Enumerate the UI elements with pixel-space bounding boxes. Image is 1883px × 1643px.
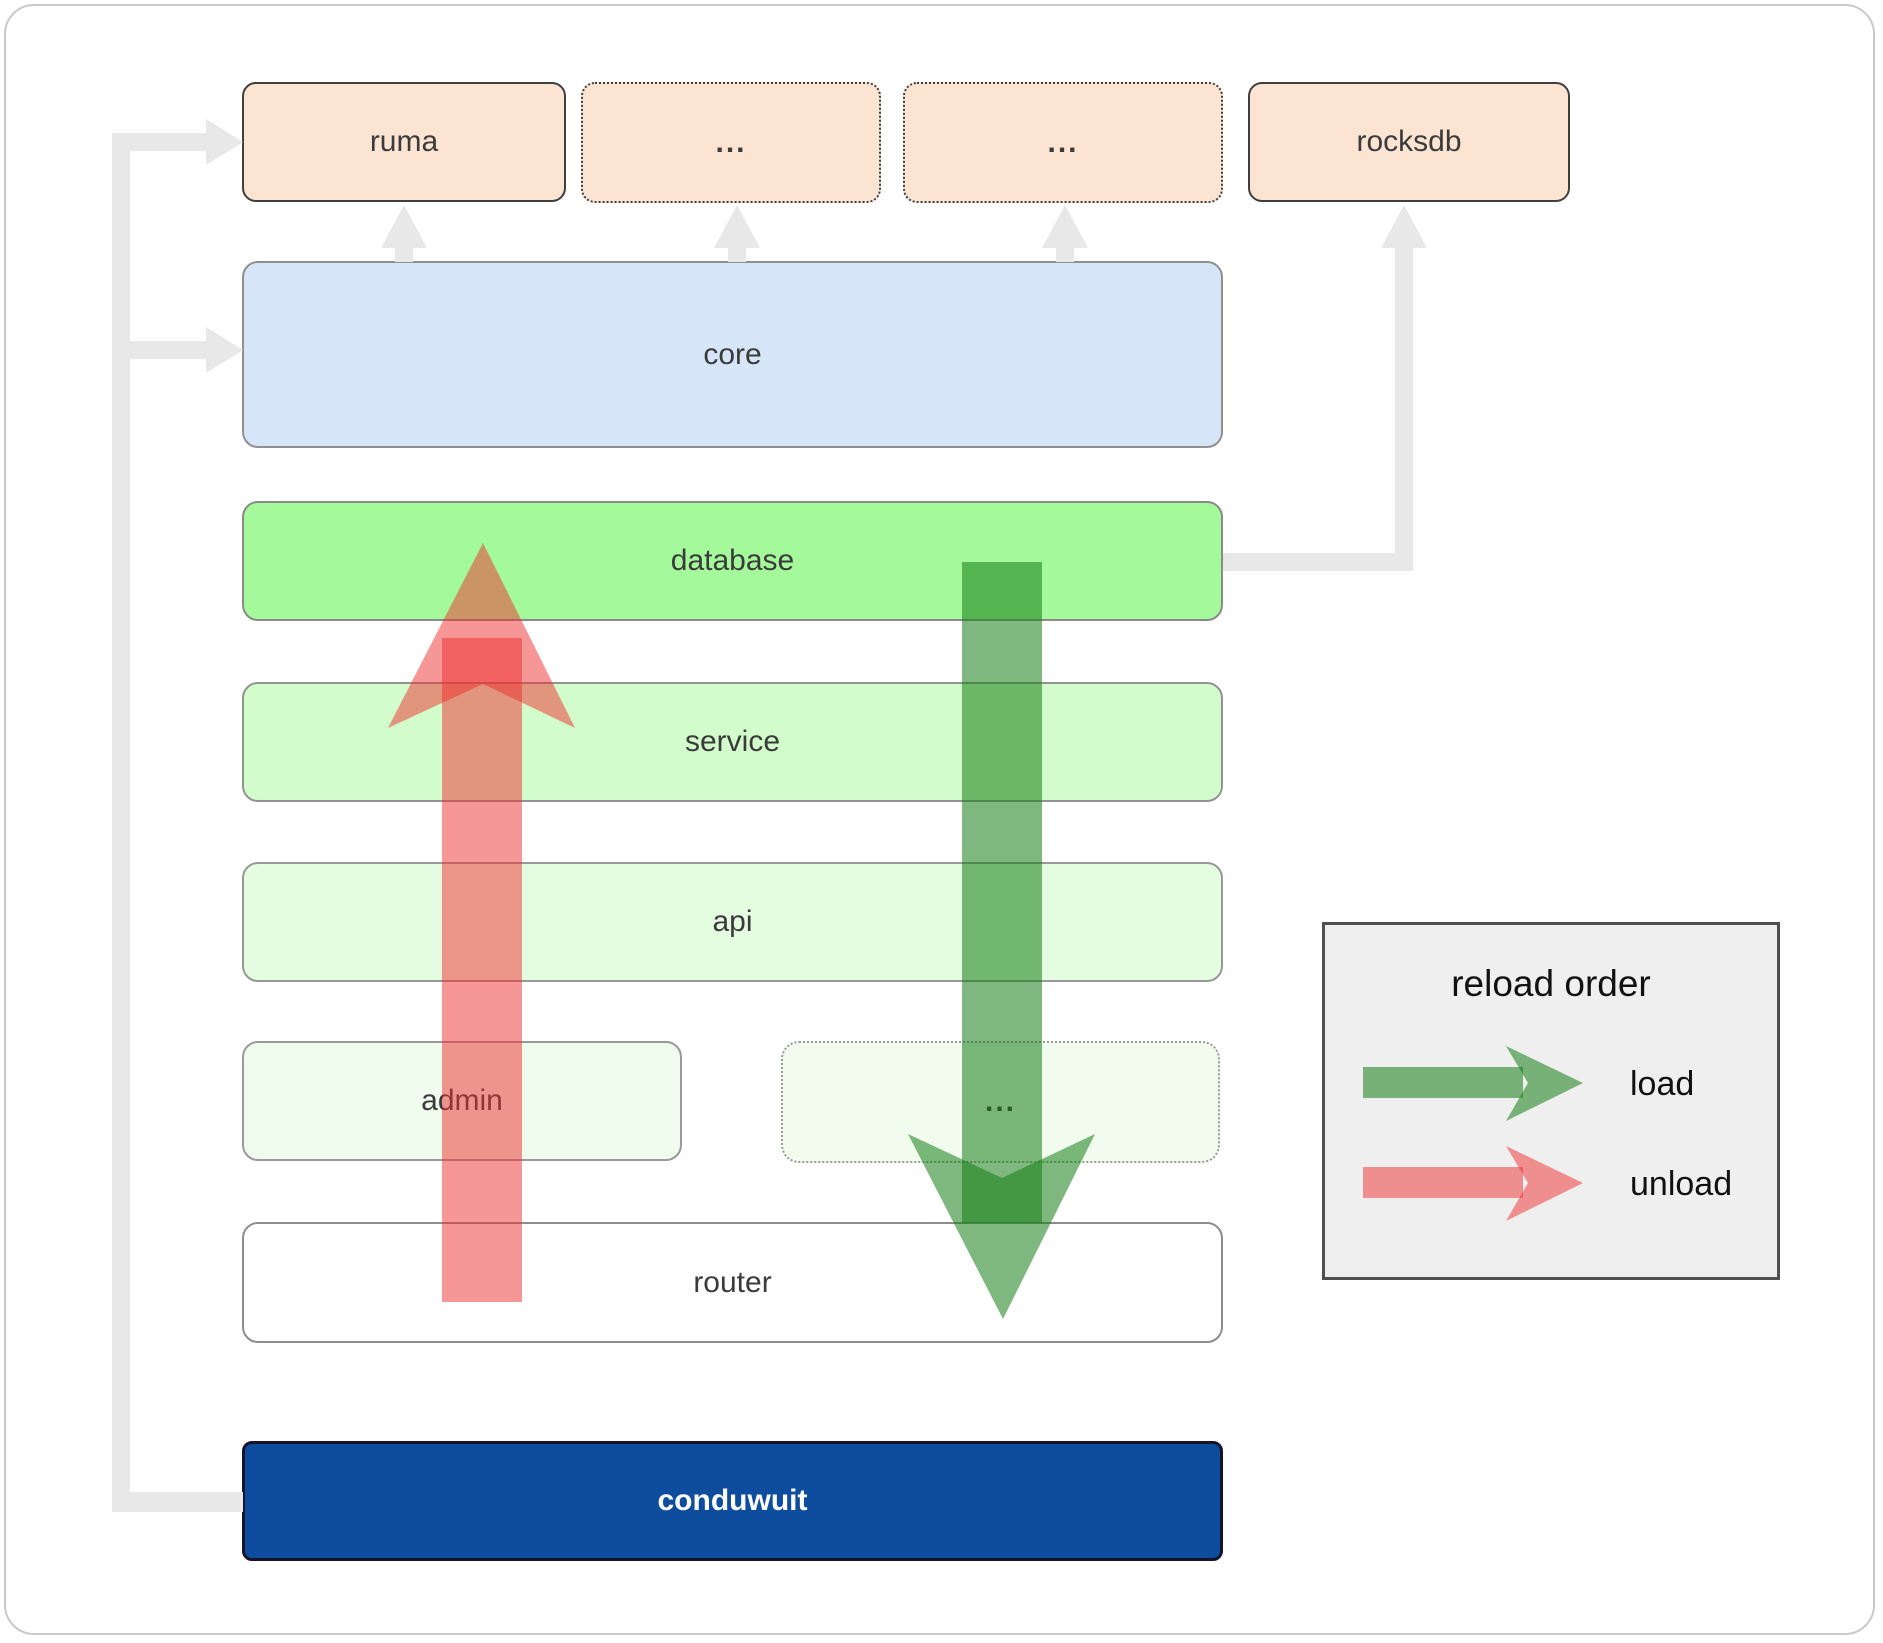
box-admin-label: admin — [421, 1084, 503, 1117]
box-admin-row-etc-label: ... — [984, 1085, 1016, 1118]
legend-load-arrowhead — [1506, 1046, 1583, 1121]
box-admin: admin — [242, 1041, 682, 1161]
box-external-etc-2: ... — [903, 82, 1223, 203]
legend-load-arrow-shaft — [1363, 1067, 1523, 1098]
box-router: router — [242, 1222, 1223, 1343]
box-conduwuit-label: conduwuit — [657, 1484, 808, 1517]
box-database-label: database — [670, 544, 795, 577]
box-service: service — [242, 682, 1223, 802]
box-external-etc-2-label: ... — [1047, 125, 1079, 159]
box-router-label: router — [693, 1265, 772, 1299]
legend-load-arrow-icon — [1363, 1046, 1583, 1121]
legend-load-label: load — [1630, 1065, 1695, 1103]
box-external-etc-1-label: ... — [715, 125, 747, 159]
box-service-label: service — [684, 725, 781, 758]
legend-unload-label: unload — [1630, 1165, 1733, 1203]
box-rocksdb-label: rocksdb — [1356, 125, 1462, 158]
box-rocksdb: rocksdb — [1248, 82, 1570, 202]
box-admin-row-etc: ... — [781, 1041, 1220, 1163]
legend-unload-arrow-shaft — [1363, 1167, 1523, 1198]
legend-unload-arrowhead — [1506, 1146, 1583, 1221]
diagram-outer-frame — [4, 4, 1875, 1635]
legend-title: reload order — [1451, 963, 1651, 1004]
box-external-etc-1: ... — [581, 82, 881, 203]
legend: reload order load unload — [1322, 922, 1780, 1280]
box-core: core — [242, 261, 1223, 448]
legend-unload-arrow-icon — [1363, 1146, 1583, 1221]
box-api-label: api — [712, 905, 753, 938]
box-ruma: ruma — [242, 82, 566, 202]
box-database: database — [242, 501, 1223, 621]
box-ruma-label: ruma — [369, 125, 439, 158]
box-conduwuit: conduwuit — [242, 1441, 1223, 1561]
box-api: api — [242, 862, 1223, 982]
legend-arrows — [1363, 1046, 1583, 1221]
box-core-label: core — [703, 337, 762, 371]
